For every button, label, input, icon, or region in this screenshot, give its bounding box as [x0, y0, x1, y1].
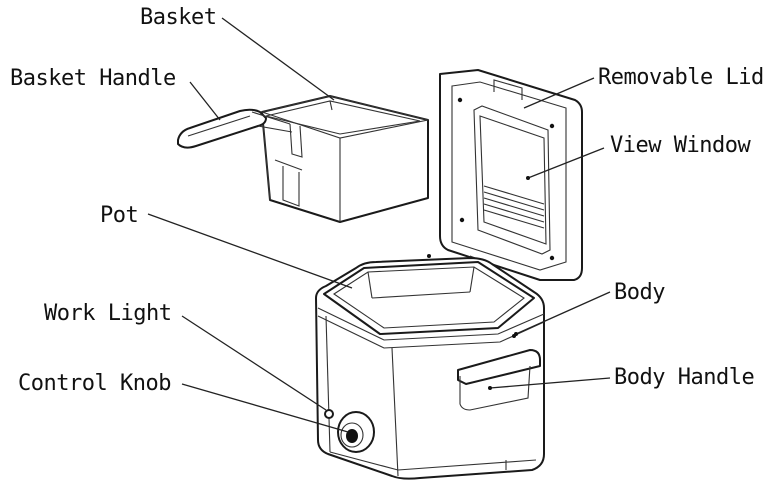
leader-body — [515, 291, 611, 335]
leader-basket — [221, 17, 335, 101]
leader-lines — [147, 17, 611, 433]
control-knob-drawing — [337, 411, 375, 453]
label-basket: Basket — [140, 5, 216, 30]
label-work-light: Work Light — [44, 301, 171, 326]
leader-view-window — [527, 147, 605, 179]
label-view-window: View Window — [610, 133, 751, 158]
leader-body-handle — [489, 377, 611, 389]
leader-removable-lid — [523, 77, 595, 109]
label-body: Body — [614, 280, 665, 305]
leader-work-light — [181, 315, 327, 411]
label-control-knob: Control Knob — [18, 371, 171, 396]
label-removable-lid: Removable Lid — [598, 65, 764, 90]
labels: Basket Basket Handle Removable Lid View … — [10, 5, 764, 396]
label-basket-handle: Basket Handle — [10, 66, 176, 91]
leader-pot — [147, 213, 353, 289]
body-drawing — [315, 254, 545, 480]
leader-basket-handle — [189, 81, 221, 121]
label-pot: Pot — [100, 203, 138, 228]
leader-control-knob — [181, 383, 349, 433]
label-body-handle: Body Handle — [614, 365, 754, 390]
basket-handle-drawing — [177, 108, 293, 149]
basket-drawing — [259, 95, 429, 223]
lid-vent-slots — [483, 185, 545, 229]
removable-lid-drawing — [439, 69, 583, 281]
